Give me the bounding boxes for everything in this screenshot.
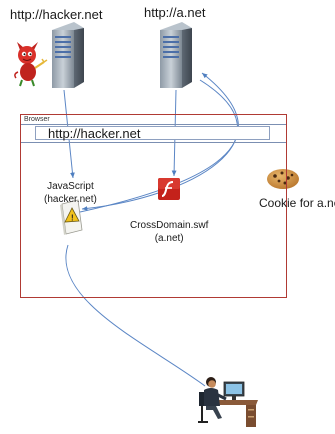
address-bar[interactable]: http://hacker.net <box>35 126 270 141</box>
javascript-label: JavaScript (hacker.net) <box>44 180 97 206</box>
cookie-label: Cookie for a.net <box>259 196 335 210</box>
devil-mascot-icon <box>14 42 48 87</box>
browser-title: Browser <box>24 116 50 123</box>
address-bar-url: http://hacker.net <box>48 126 141 141</box>
swf-label: CrossDomain.swf (a.net) <box>130 219 208 245</box>
javascript-label-line1: JavaScript <box>47 181 94 192</box>
swf-label-line2: (a.net) <box>154 233 184 244</box>
arrow-js-to-user <box>65 244 206 387</box>
javascript-label-line2: (hacker.net) <box>44 194 97 205</box>
user-at-desk-icon <box>198 377 258 427</box>
hacker-server-label: http://hacker.net <box>10 7 103 22</box>
a-server-label: http://a.net <box>144 5 206 20</box>
arrow-swf-to-a <box>79 72 239 213</box>
server-icon <box>160 22 192 88</box>
cookie-icon <box>267 169 299 189</box>
warning-document-icon: ! <box>60 199 83 235</box>
browser-window: Browser http://hacker.net <box>20 114 287 298</box>
swf-label-line1: CrossDomain.swf <box>130 220 209 231</box>
browser-divider <box>21 124 286 125</box>
server-icon <box>52 22 84 88</box>
flash-icon <box>158 178 180 200</box>
arrow-a-to-swf-return <box>81 79 238 211</box>
svg-text:!: ! <box>71 214 74 223</box>
browser-divider <box>21 142 286 143</box>
